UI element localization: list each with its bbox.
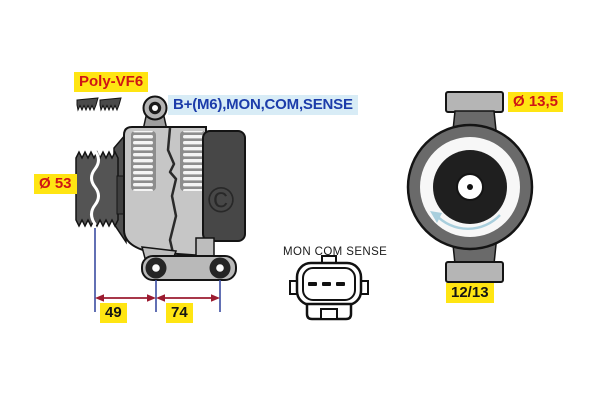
belt-type-label: Poly-VF6 bbox=[74, 72, 149, 92]
hole-diameter-label: Ø 13,5 bbox=[508, 92, 564, 112]
cooling-fins bbox=[131, 131, 206, 191]
rear-view bbox=[406, 91, 534, 283]
clock-position-label: 12/13 bbox=[446, 283, 494, 303]
connector-view bbox=[289, 255, 369, 321]
pulley bbox=[75, 149, 119, 228]
connector-inner-shroud bbox=[302, 267, 356, 301]
pin-sense bbox=[336, 282, 345, 286]
copyright-watermark: © bbox=[208, 179, 235, 220]
mounting-flange-bottom bbox=[445, 261, 504, 283]
dimension-line-49 bbox=[95, 294, 156, 302]
pin-com bbox=[322, 282, 331, 286]
break-line bbox=[90, 149, 100, 226]
terminals-label: B+(M6),MON,COM,SENSE bbox=[168, 95, 358, 115]
connector-latch-notch bbox=[320, 308, 338, 320]
connector-pins-label: MON COM SENSE bbox=[283, 246, 388, 258]
rear-housing bbox=[202, 130, 246, 242]
connector-pins bbox=[308, 282, 345, 286]
casting-joint-line bbox=[166, 127, 178, 254]
mounting-flange-top bbox=[445, 91, 504, 113]
mounting-ear bbox=[142, 95, 168, 131]
belt-profile-icon bbox=[76, 97, 122, 112]
mounting-hole-rear bbox=[209, 257, 231, 279]
pulley-diameter-label: Ø 53 bbox=[34, 174, 77, 194]
dimension-lines bbox=[94, 228, 221, 312]
dimension-49-label: 49 bbox=[100, 303, 127, 323]
pin-mon bbox=[308, 282, 317, 286]
side-view: © bbox=[75, 95, 246, 281]
shaft-center-dot bbox=[467, 184, 473, 190]
dimension-74-label: 74 bbox=[166, 303, 193, 323]
rotation-arrow-icon bbox=[430, 211, 501, 230]
mounting-hole-front bbox=[145, 257, 167, 279]
dimension-line-74 bbox=[156, 294, 220, 302]
